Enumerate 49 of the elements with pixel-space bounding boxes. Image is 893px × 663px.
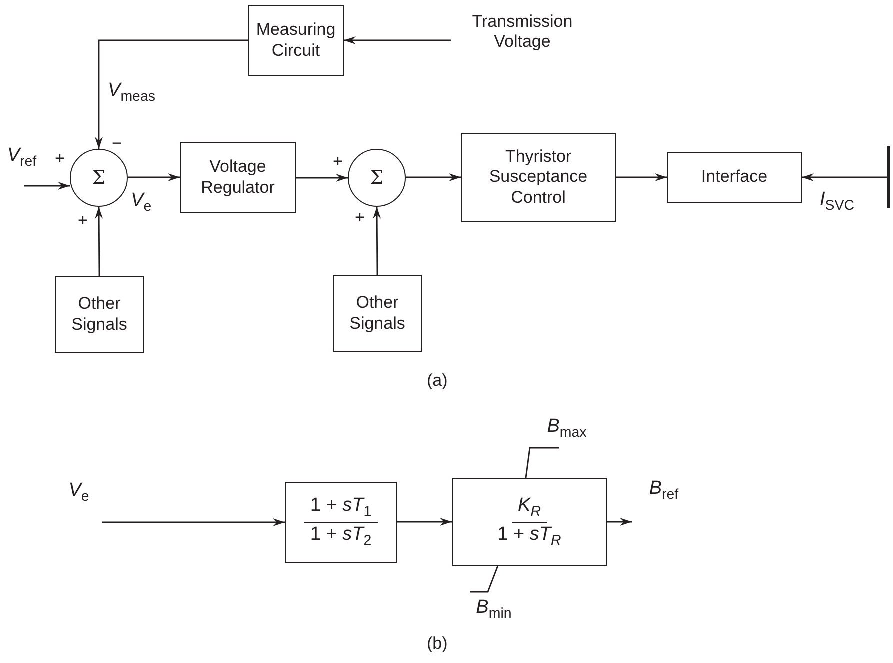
block-label: Other Signals — [348, 293, 406, 334]
signal-label: V$_{ref}$ — [0, 145, 44, 173]
transfer-function-box — [452, 478, 607, 566]
sign-label: + — [78, 212, 88, 229]
leader-line — [525, 447, 559, 478]
process-box — [461, 133, 616, 222]
denominator-text: 1 + sT$_{R}$ — [496, 522, 562, 550]
numerator-text: 1 + sT$_{1}$ — [304, 494, 378, 523]
process-box — [180, 142, 296, 213]
process-box — [333, 275, 422, 352]
bus-bar — [887, 146, 890, 208]
leader-line — [470, 566, 499, 593]
block-label: Interface — [701, 167, 768, 188]
arrow — [616, 174, 667, 182]
arrow — [95, 40, 248, 149]
arrow — [397, 518, 452, 526]
block-label: Voltage Regulator — [200, 157, 276, 198]
sign-label: + — [355, 209, 365, 226]
limit-label: B$_{min}$ — [468, 597, 520, 627]
arrow — [128, 174, 180, 182]
block-label: Measuring Circuit — [256, 20, 336, 61]
sign-label: + — [55, 150, 65, 167]
sigma-symbol: Σ — [92, 167, 106, 189]
panel-label: (b) — [427, 635, 448, 652]
process-box — [55, 276, 144, 353]
denominator-text: 1 + sT$_{2}$ — [309, 523, 373, 551]
sigma-symbol: Σ — [370, 167, 384, 189]
arrow — [24, 182, 70, 190]
process-box — [248, 5, 344, 76]
arrow — [344, 36, 451, 44]
arrow — [95, 207, 104, 276]
arrow — [296, 174, 348, 182]
arrow — [607, 518, 632, 526]
limit-label: B$_{max}$ — [541, 416, 593, 446]
arrow — [802, 174, 887, 182]
block-label: Thyristor Susceptance Control — [488, 146, 589, 208]
arrow — [406, 174, 461, 182]
signal-label: Transmission Voltage — [455, 12, 590, 57]
signal-label: V$_{e}$ — [62, 480, 96, 510]
sign-label: + — [333, 153, 343, 170]
arrow — [373, 207, 382, 275]
transfer-function-box — [285, 482, 397, 563]
arrow — [102, 518, 285, 526]
sign-label: − — [112, 135, 122, 152]
panel-label: (a) — [427, 372, 448, 389]
signal-label: B$_{ref}$ — [642, 478, 686, 508]
block-label: Other Signals — [70, 294, 128, 335]
process-box — [667, 152, 802, 203]
numerator-text: K$_{R}$ — [512, 494, 547, 522]
